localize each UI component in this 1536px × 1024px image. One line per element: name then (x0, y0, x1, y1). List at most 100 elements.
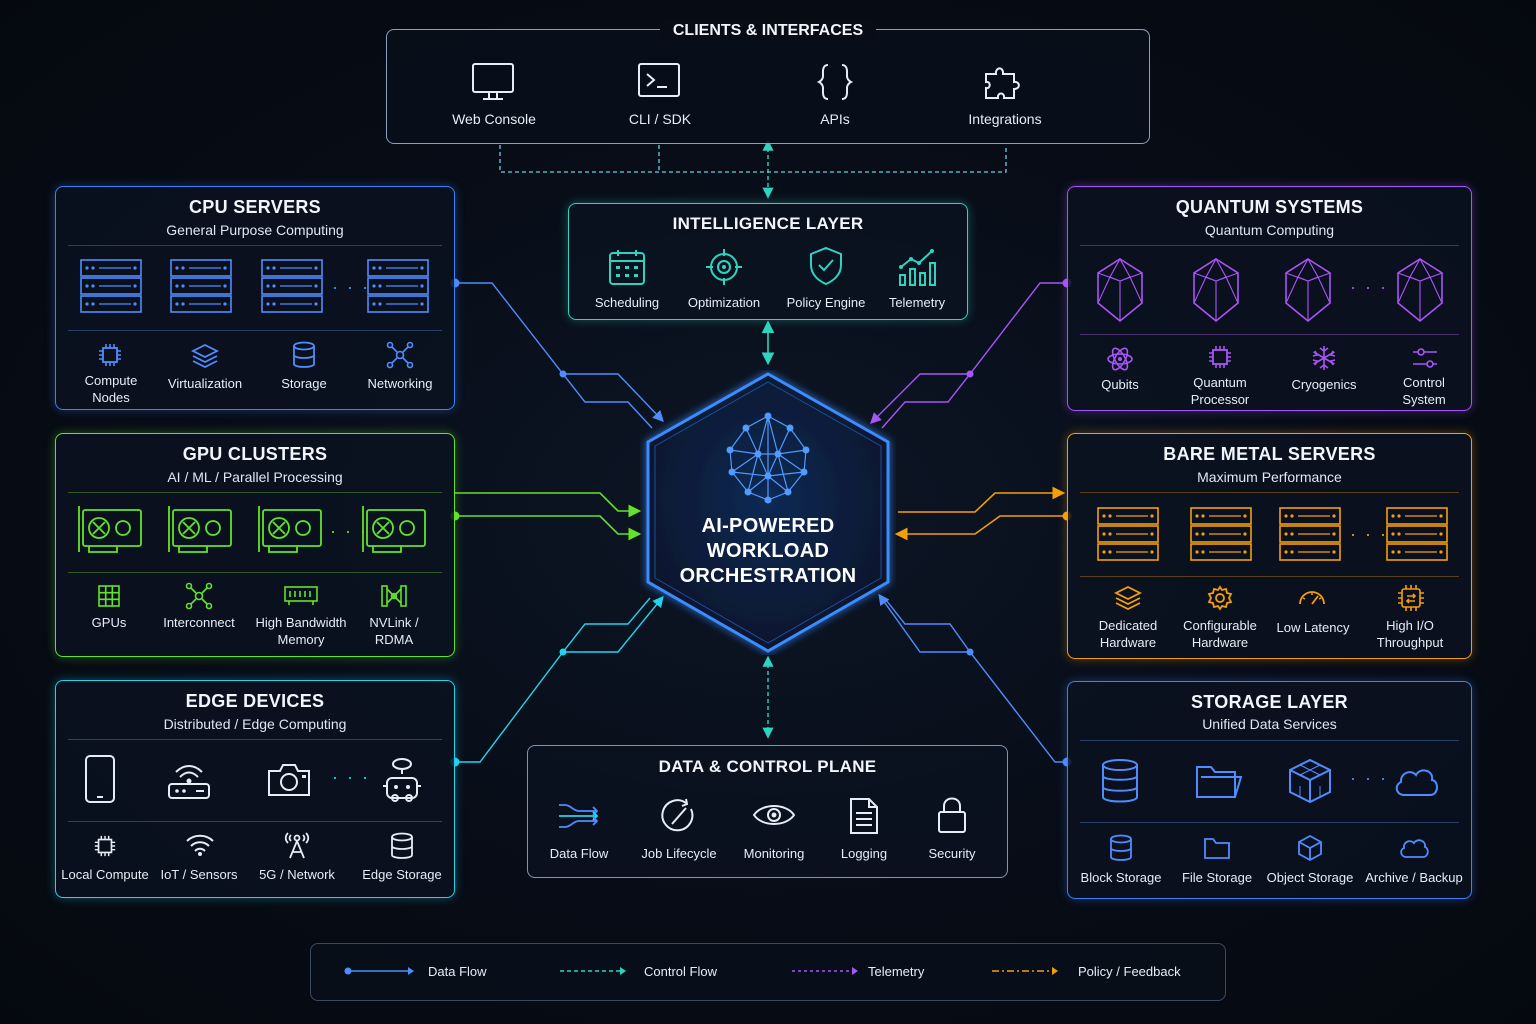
server-rack-icon (80, 259, 142, 313)
intel-scheduling[interactable]: Scheduling (594, 295, 660, 310)
baremetal-title: BARE METAL SERVERS (1163, 444, 1376, 464)
edge-iot-sensors[interactable]: IoT / Sensors (160, 867, 238, 882)
intel-telemetry[interactable]: Telemetry (888, 295, 946, 310)
plane-data-flow[interactable]: Data Flow (549, 846, 609, 861)
shield-icon (810, 246, 842, 286)
legend-control-flow-line (560, 967, 626, 975)
io-chip-icon (1398, 585, 1424, 611)
edge-devices-panel: EDGE DEVICES Distributed / Edge Computin… (55, 680, 455, 898)
database-icon (391, 832, 413, 859)
edge-5g-network[interactable]: 5G / Network (259, 867, 335, 882)
storage-object[interactable]: Object Storage (1266, 870, 1354, 885)
client-integrations[interactable]: Integrations (968, 111, 1042, 127)
atom-icon (1107, 347, 1133, 371)
database-icon (293, 341, 315, 368)
antenna-tower-icon (284, 832, 310, 859)
quantum-cryogenics[interactable]: Cryogenics (1291, 377, 1357, 392)
plane-job-lifecycle[interactable]: Job Lifecycle (641, 846, 717, 861)
plane-monitoring[interactable]: Monitoring (743, 846, 805, 861)
quantum-crystal-icon (1097, 257, 1143, 323)
processor-icon (1209, 346, 1231, 368)
server-rack-icon (1190, 507, 1252, 561)
terminal-icon (638, 63, 680, 97)
quantum-crystal-icon (1193, 257, 1239, 323)
gpu-card-icon (78, 506, 142, 553)
cpu-networking[interactable]: Networking (367, 376, 433, 391)
server-rack-icon (1386, 507, 1448, 561)
plane-security[interactable]: Security (928, 846, 976, 861)
edge-subtitle: Distributed / Edge Computing (163, 716, 347, 732)
gpu-ellipsis: · · · (330, 521, 368, 541)
gpu-clusters-panel: GPU CLUSTERS AI / ML / Parallel Processi… (55, 433, 455, 657)
storage-block[interactable]: Block Storage (1080, 870, 1162, 885)
bm-low-latency[interactable]: Low Latency (1276, 620, 1350, 635)
client-cli-sdk[interactable]: CLI / SDK (628, 111, 692, 127)
intel-policy-engine[interactable]: Policy Engine (786, 295, 866, 310)
server-rack-icon (1097, 507, 1159, 561)
gpu-nvlink-rdma[interactable]: NVLink /RDMA (369, 615, 419, 647)
quantum-systems-panel: QUANTUM SYSTEMS Quantum Computing (1067, 186, 1472, 411)
plane-logging[interactable]: Logging (840, 846, 888, 861)
router-icon (168, 765, 210, 799)
gpu-card-icon (168, 506, 232, 553)
storage-subtitle: Unified Data Services (1202, 716, 1337, 732)
clients-title: CLIENTS & INTERFACES (660, 22, 876, 40)
server-rack-icon (170, 259, 232, 313)
cloud-icon (1395, 769, 1438, 796)
cpu-virtualization[interactable]: Virtualization (167, 376, 243, 391)
puzzle-icon (985, 67, 1020, 99)
client-web-console[interactable]: Web Console (452, 111, 536, 127)
cpu-ellipsis: · · · (332, 277, 370, 297)
memory-icon (284, 586, 318, 605)
robot-icon (383, 758, 421, 802)
cube-icon (1298, 834, 1322, 862)
document-icon (850, 798, 878, 834)
chip-icon (99, 344, 121, 366)
storage-archive-backup[interactable]: Archive / Backup (1365, 870, 1463, 885)
camera-icon (268, 764, 310, 796)
database-icon (1102, 759, 1138, 803)
cube-icon (1289, 758, 1331, 804)
cpu-subtitle: General Purpose Computing (166, 222, 344, 238)
quantum-title: QUANTUM SYSTEMS (1175, 197, 1364, 217)
legend-telemetry: Telemetry (868, 964, 925, 979)
server-rack-icon (261, 259, 323, 313)
storage-file[interactable]: File Storage (1181, 870, 1253, 885)
edge-storage[interactable]: Edge Storage (362, 867, 442, 882)
gpu-gpus[interactable]: GPUs (91, 615, 127, 630)
monitor-icon (472, 63, 514, 100)
quantum-crystal-icon (1397, 257, 1443, 323)
braces-icon (816, 64, 854, 100)
quantum-qubits[interactable]: Qubits (1101, 377, 1139, 392)
orchestration-title: AI-POWERED WORKLOAD ORCHESTRATION (679, 515, 857, 587)
gauge-icon (1299, 591, 1325, 605)
grid-chip-icon (98, 585, 120, 607)
server-rack-icon (1279, 507, 1341, 561)
layers-icon (191, 343, 219, 369)
gpu-card-icon (362, 506, 426, 553)
sliders-icon (1413, 348, 1437, 368)
lock-icon (938, 797, 966, 833)
edge-local-compute[interactable]: Local Compute (61, 867, 149, 882)
target-icon (706, 249, 742, 285)
legend-policy-line (992, 967, 1058, 975)
database-icon (1110, 834, 1132, 861)
intel-optimization[interactable]: Optimization (687, 295, 761, 310)
quantum-crystal-icon (1285, 257, 1331, 323)
legend-telemetry-line (792, 967, 858, 975)
client-apis[interactable]: APIs (820, 111, 850, 127)
gpu-subtitle: AI / ML / Parallel Processing (167, 469, 343, 485)
gpu-card-icon (258, 506, 322, 553)
cpu-storage[interactable]: Storage (281, 376, 327, 391)
gpu-interconnect[interactable]: Interconnect (163, 615, 235, 630)
nvlink-icon (381, 585, 407, 607)
baremetal-ellipsis: · · · (1350, 524, 1388, 544)
dataplane-title: DATA & CONTROL PLANE (658, 757, 877, 776)
